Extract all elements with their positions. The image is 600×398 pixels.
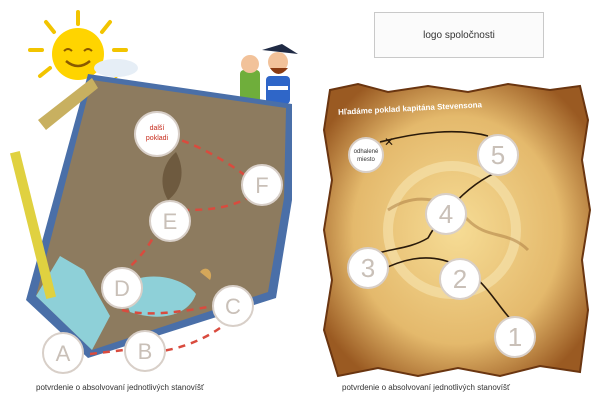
- start-circle-right: [349, 138, 383, 172]
- start-label-line1-right: odhalené: [354, 149, 379, 155]
- station-4-label: 4: [439, 199, 453, 229]
- start-circle-left: [135, 112, 179, 156]
- right-caption: potvrdenie o absolvovaní jednotlivých st…: [342, 383, 510, 392]
- left-caption: potvrdenie o absolvovaní jednotlivých st…: [36, 383, 204, 392]
- left-map-stations: další pokladi F E D C B A: [0, 0, 305, 398]
- right-map-stations: odhalené miesto 5 4 3 2 1: [318, 0, 600, 398]
- station-d-label: D: [114, 276, 130, 301]
- logo-text: logo spoločnosti: [423, 30, 495, 41]
- station-a-label: A: [56, 341, 71, 366]
- station-b-label: B: [138, 339, 153, 364]
- station-5-label: 5: [491, 140, 505, 170]
- start-label-line2-right: miesto: [357, 157, 375, 163]
- start-label-line2-left: pokladi: [146, 135, 169, 142]
- start-label-line1-left: další: [150, 125, 165, 132]
- station-1-label: 1: [508, 322, 522, 352]
- company-logo-placeholder: logo spoločnosti: [374, 12, 544, 58]
- station-2-label: 2: [453, 264, 467, 294]
- station-c-label: C: [225, 294, 241, 319]
- station-e-label: E: [163, 209, 178, 234]
- station-f-label: F: [255, 173, 268, 198]
- station-3-label: 3: [361, 253, 375, 283]
